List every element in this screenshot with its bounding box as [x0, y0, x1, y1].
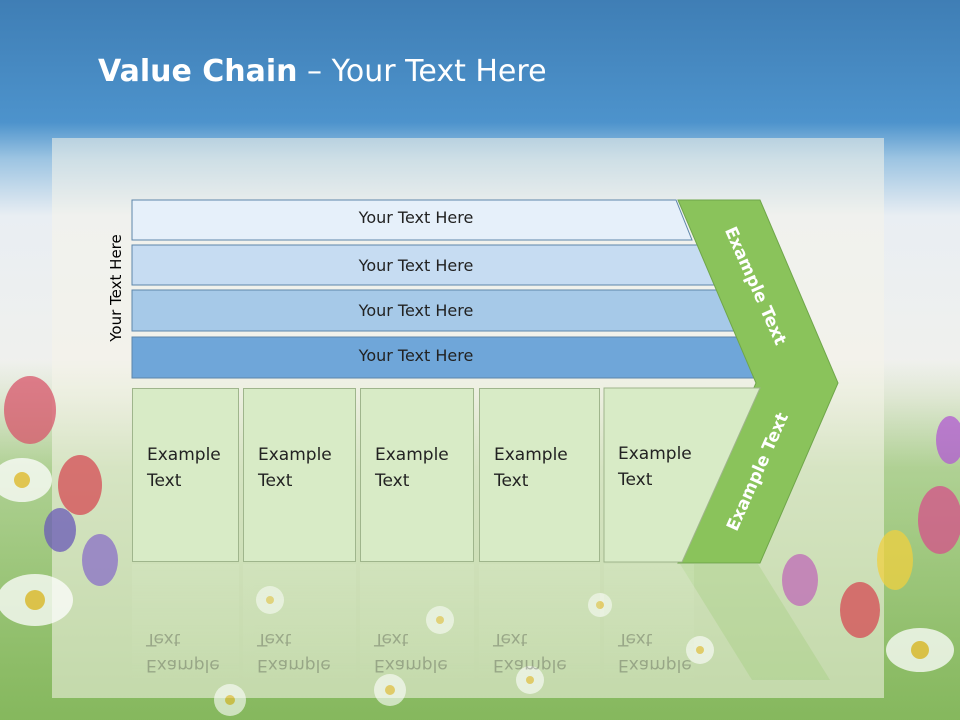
box-reflection-5: Example Text	[604, 564, 694, 684]
bar-3-label: Your Text Here	[358, 301, 474, 320]
bar-4-label: Your Text Here	[358, 346, 474, 365]
box-reflection-3-label: Example Text	[374, 629, 448, 675]
box-reflection-5-label: Example Text	[618, 629, 692, 675]
title-rest: – Your Text Here	[297, 54, 547, 89]
box-reflection-4: Example Text	[479, 564, 600, 684]
activity-box-3-label: Example Text	[375, 445, 449, 491]
box-reflection-4-label: Example Text	[493, 629, 567, 675]
title-bold: Value Chain	[98, 54, 298, 89]
box-reflection-1: Example Text	[132, 564, 239, 684]
bar-1	[131, 199, 693, 241]
box-reflection-2: Example Text	[243, 564, 356, 684]
activity-box-5-label: Example Text	[618, 444, 692, 490]
chevron-reflection	[680, 564, 830, 680]
box-reflection-3: Example Text	[360, 564, 474, 684]
bar-1-label: Your Text Here	[358, 208, 474, 227]
bar-2-label: Your Text Here	[358, 256, 474, 275]
box-reflection-1-label: Example Text	[146, 629, 220, 675]
activity-box-2: Example Text	[243, 388, 356, 562]
activity-box-1-label: Example Text	[147, 445, 221, 491]
activity-box-2-label: Example Text	[258, 445, 332, 491]
activity-box-3: Example Text	[360, 388, 474, 562]
slide-title: Value Chain – Your Text Here	[98, 54, 547, 89]
box-reflection-2-label: Example Text	[257, 629, 331, 675]
activity-box-4: Example Text	[479, 388, 600, 562]
activity-box-4-label: Example Text	[494, 445, 568, 491]
activity-box-1: Example Text	[132, 388, 239, 562]
